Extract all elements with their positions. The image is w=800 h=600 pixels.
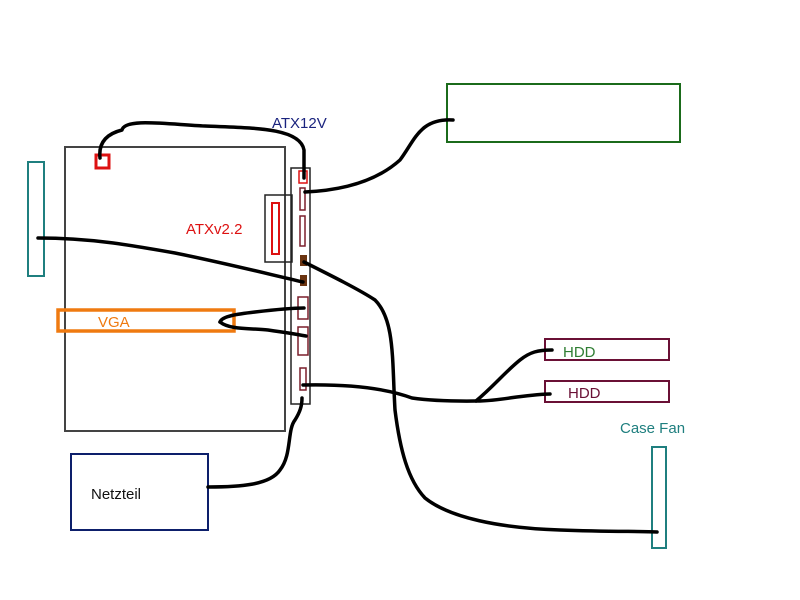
vga-card <box>56 308 236 333</box>
cable-psu-strip <box>206 396 304 489</box>
atx12v-label: ATX12V <box>272 115 327 132</box>
cable-strip-hdd <box>301 383 552 403</box>
strip-connector-3 <box>299 215 306 247</box>
green-card <box>446 83 681 143</box>
hdd-1-label: HDD <box>563 344 596 361</box>
hdd-2-label: HDD <box>568 385 601 402</box>
motherboard <box>64 146 286 432</box>
cpu-power-connector <box>94 153 111 170</box>
netzteil-label: Netzteil <box>91 486 141 503</box>
hdd-2-box <box>544 380 670 403</box>
psu-box <box>70 453 209 531</box>
atx-connector <box>264 194 293 263</box>
case-fan-slot <box>651 446 667 549</box>
left-fan-slot <box>27 161 45 277</box>
cable-hdd-1-branch <box>474 348 554 403</box>
cable-left-slot-strip <box>36 236 305 284</box>
cable-strip-green-card <box>303 118 455 194</box>
strip-connector-6 <box>299 367 307 391</box>
cable-vga-lower <box>218 320 308 338</box>
case-fan-label: Case Fan <box>620 420 685 437</box>
cable-cpu-atx12v <box>98 121 306 180</box>
cable-vga-upper <box>218 306 306 324</box>
cable-strip-case-fan <box>302 260 659 534</box>
strip-connector-5 <box>297 326 309 356</box>
vga-label: VGA <box>98 314 130 331</box>
strip-connector-2 <box>299 187 306 211</box>
atx-connector-slot <box>271 202 280 255</box>
atxv22-label: ATXv2.2 <box>186 221 242 238</box>
